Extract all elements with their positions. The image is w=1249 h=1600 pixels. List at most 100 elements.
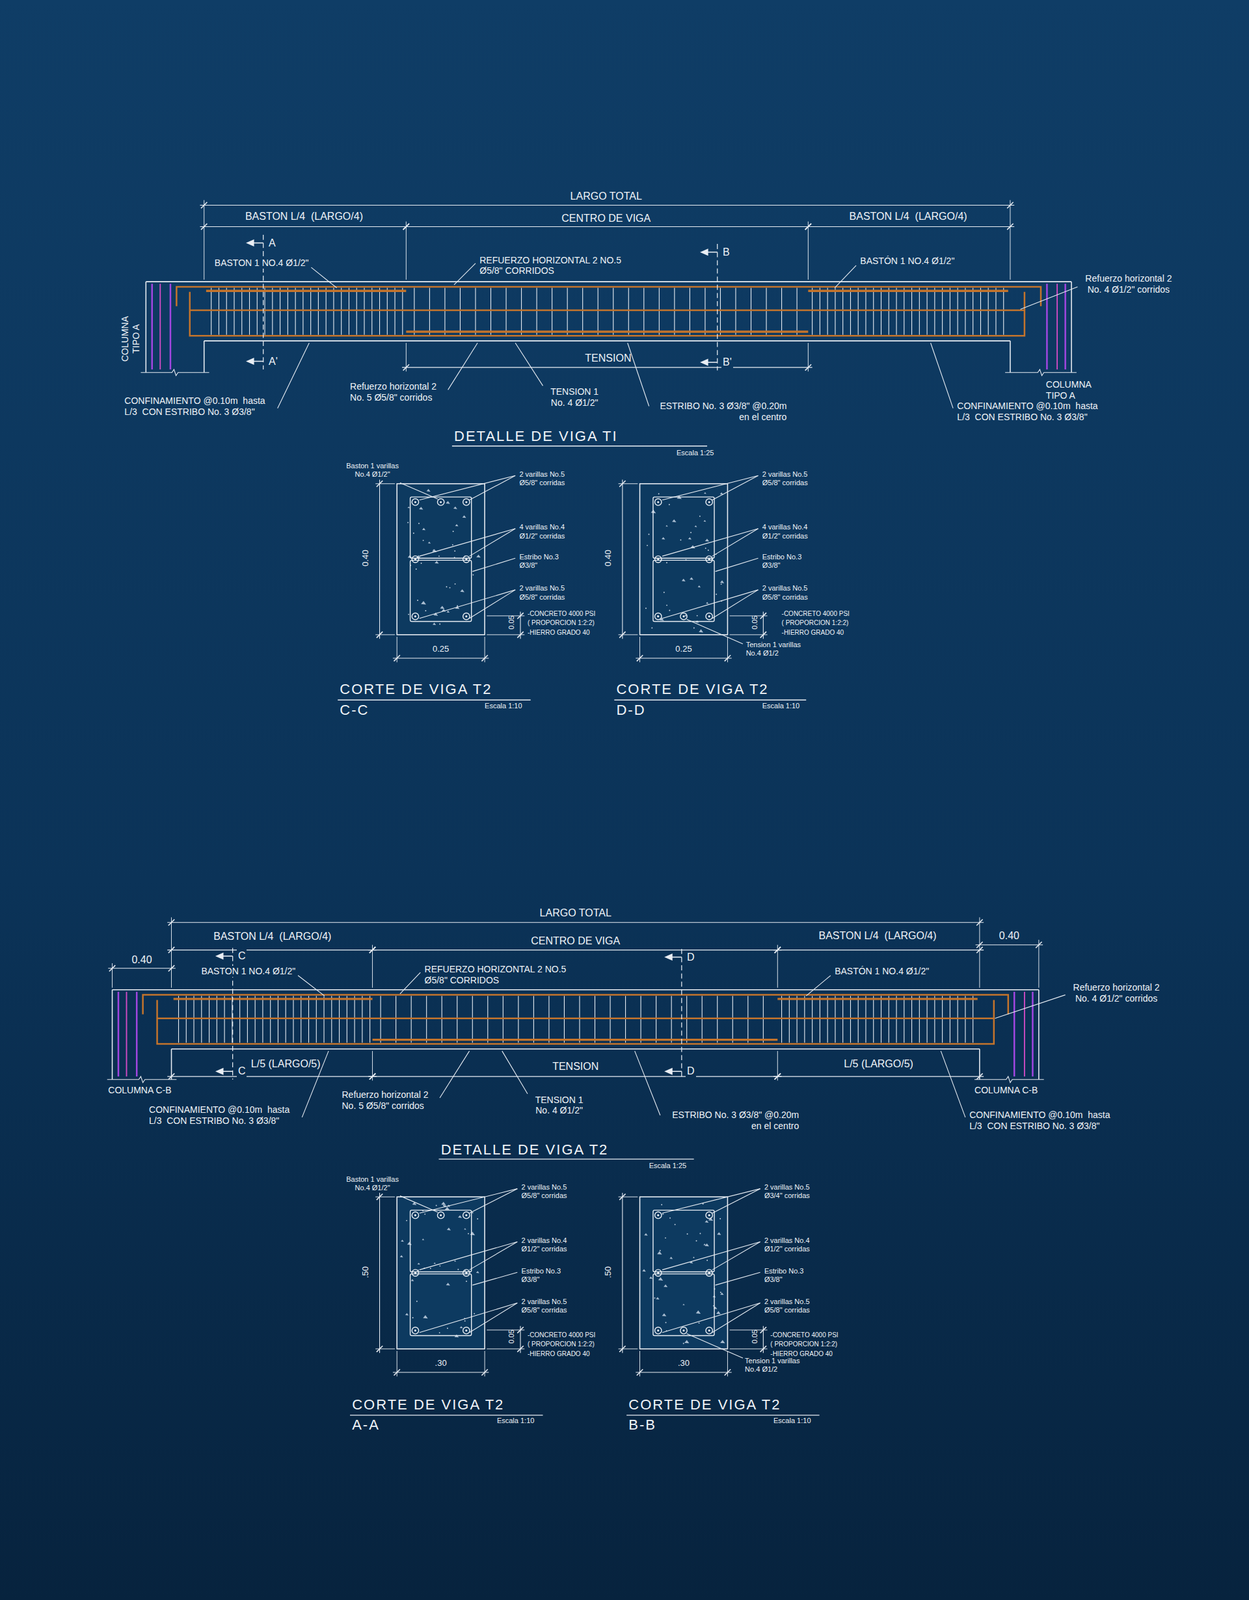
stirrup: [850, 288, 851, 336]
rebar-bar: [411, 1211, 419, 1219]
callout-label: 2 varillas No.5 Ø3/4" corridas: [764, 1183, 818, 1201]
concrete-aggregate: [658, 493, 660, 495]
leader-line: [454, 263, 476, 285]
concrete-aggregate: [705, 547, 707, 550]
rebar-bar: [657, 615, 659, 618]
scale-note: Escala 1:10: [773, 1416, 811, 1426]
leader-line: [686, 619, 743, 645]
stirrup: [379, 288, 380, 336]
stirrup: [895, 288, 897, 336]
concrete-aggregate: [665, 1321, 667, 1324]
leader-line: [715, 1272, 761, 1286]
stirrup: [964, 288, 966, 336]
title-underline: [337, 699, 531, 701]
leader-line: [662, 528, 758, 557]
stirrup: [331, 995, 332, 1043]
extension-line: [111, 963, 113, 989]
stirrup: [548, 995, 550, 1043]
stirrup: [264, 288, 266, 336]
concrete-aggregate: [422, 539, 425, 542]
stirrup: [233, 288, 235, 336]
concrete-aggregate: [452, 544, 454, 546]
leader-line: [419, 590, 516, 619]
concrete-aggregate: [432, 549, 435, 551]
leader-line: [400, 972, 421, 994]
dimension-label: TENSION: [552, 1060, 599, 1073]
break-line: [974, 1076, 1045, 1083]
stirrup: [926, 995, 928, 1043]
concrete-aggregate: [688, 537, 692, 540]
rebar-bar: [657, 1271, 659, 1274]
stirrup: [949, 995, 951, 1043]
stirrup: [903, 288, 905, 336]
stirrup: [426, 995, 427, 1043]
stirrup: [612, 288, 614, 336]
stirrup: [325, 288, 327, 336]
concrete-aggregate: [454, 1260, 457, 1262]
concrete-aggregate: [669, 1256, 673, 1259]
concrete-aggregate: [465, 1280, 468, 1283]
concrete-aggregate: [720, 1292, 724, 1296]
extension-line: [375, 1196, 395, 1198]
concrete-aggregate: [459, 589, 464, 593]
section-cut-arrow: [664, 953, 673, 961]
concrete-aggregate: [462, 515, 467, 518]
callout-label: Refuerzo horizontal 2 No. 4 Ø1/2" corrid…: [1069, 982, 1164, 1005]
stirrup: [249, 288, 250, 336]
concrete-aggregate: [654, 1297, 656, 1300]
callout-label: CONFINAMIENTO @0.10m hasta L/3 CON ESTRI…: [148, 1104, 298, 1127]
concrete-aggregate: [439, 1265, 441, 1267]
rebar-bar: [463, 498, 470, 506]
dimension-tick: [976, 947, 983, 954]
beam-outline: [204, 340, 1011, 342]
dimension-line: [635, 1371, 732, 1373]
rebar-bar: [465, 1329, 468, 1332]
dimension-label: 0.40: [999, 929, 1020, 942]
dimension-line: [392, 657, 489, 659]
extension-line: [639, 636, 641, 663]
concrete-aggregate: [476, 1218, 479, 1220]
stirrup: [411, 995, 412, 1043]
dimension-line: [368, 1076, 782, 1078]
stirrup: [655, 995, 657, 1043]
stirrup: [413, 288, 415, 336]
stirrup: [1003, 288, 1004, 336]
stirrup: [842, 288, 844, 336]
extension-line: [979, 917, 980, 988]
rebar-bar: [411, 498, 419, 506]
concrete-aggregate: [707, 549, 710, 551]
leader-line: [994, 995, 1065, 1019]
stirrup: [941, 995, 943, 1043]
stirrup: [819, 995, 821, 1043]
stirrup: [505, 288, 507, 336]
callout-label: CONFINAMIENTO @0.10m hasta L/3 CON ESTRI…: [956, 400, 1106, 423]
rebar-bar: [414, 615, 417, 618]
dimension-line: [368, 949, 782, 951]
extension-line: [372, 1051, 373, 1081]
break-line: [107, 1076, 177, 1083]
section-marker: A: [267, 236, 278, 250]
stirrup: [536, 288, 538, 336]
concrete-aggregate: [663, 1284, 668, 1288]
stirrup: [720, 288, 721, 336]
stirrup: [653, 496, 715, 559]
column-outline: [979, 1049, 981, 1080]
leader-line: [469, 528, 516, 557]
concrete-aggregate: [472, 574, 474, 576]
rebar-bar: [411, 556, 419, 563]
stirrup: [302, 288, 304, 336]
dimension-label: 0.05: [750, 615, 760, 630]
rebar-bar: [657, 1329, 659, 1332]
title-underline: [452, 445, 708, 447]
extension-line: [375, 1348, 395, 1350]
dimension-tick: [168, 965, 175, 972]
stirrup: [919, 288, 920, 336]
leader-line: [662, 1241, 761, 1270]
concrete-aggregate: [416, 1301, 418, 1303]
extension-line: [777, 1051, 779, 1081]
rebar-bar: [705, 1211, 713, 1219]
dimension-label: .30: [677, 1358, 690, 1369]
concrete-aggregate: [434, 560, 439, 564]
stirrup: [673, 288, 675, 336]
